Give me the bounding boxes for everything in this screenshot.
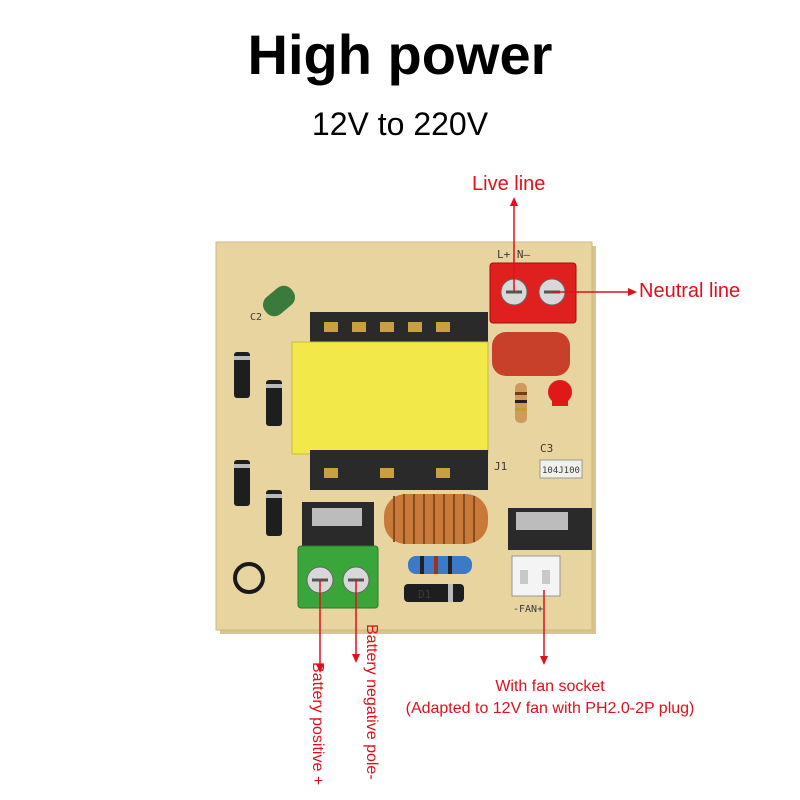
- neutral-line-label: Neutral line: [639, 280, 741, 302]
- green-capacitor: [262, 285, 296, 317]
- capacitor-code: 104J100: [542, 466, 580, 476]
- fan-socket: [511, 555, 561, 597]
- film-capacitor: [492, 332, 570, 376]
- diode-1: [234, 352, 250, 398]
- capacitor-label: [539, 459, 583, 479]
- red-terminal-block: [489, 262, 577, 324]
- page-subtitle: 12V to 220V: [311, 106, 489, 142]
- transformer-bottom-core: [310, 450, 488, 490]
- fan-port-marking: -FAN+: [513, 604, 543, 615]
- live-line-label: Live line: [472, 173, 546, 195]
- transformer-winding: [291, 341, 489, 455]
- diode-4: [266, 490, 282, 536]
- d1-marking: D1: [418, 588, 431, 601]
- j1-marking: J1: [494, 460, 507, 473]
- fan-socket-label: With fan socket (Adapted to 12V fan with…: [380, 676, 720, 720]
- black-diode: [404, 584, 464, 602]
- diode-3: [234, 460, 250, 506]
- battery-negative-label: Battery negative pole-: [363, 624, 380, 780]
- blue-resistor: [408, 556, 472, 574]
- c2-marking: C2: [250, 312, 262, 323]
- fan-socket-label-line1: With fan socket: [495, 678, 605, 695]
- fan-socket-label-line2: (Adapted to 12V fan with PH2.0-2P plug): [405, 700, 695, 717]
- c3-marking: C3: [540, 442, 553, 455]
- diode-2: [266, 380, 282, 426]
- page-title: High power: [247, 23, 553, 86]
- battery-positive-label: Battery positive +: [309, 662, 326, 786]
- mounting-hole: [233, 562, 265, 594]
- toroid-inductor: [384, 494, 488, 544]
